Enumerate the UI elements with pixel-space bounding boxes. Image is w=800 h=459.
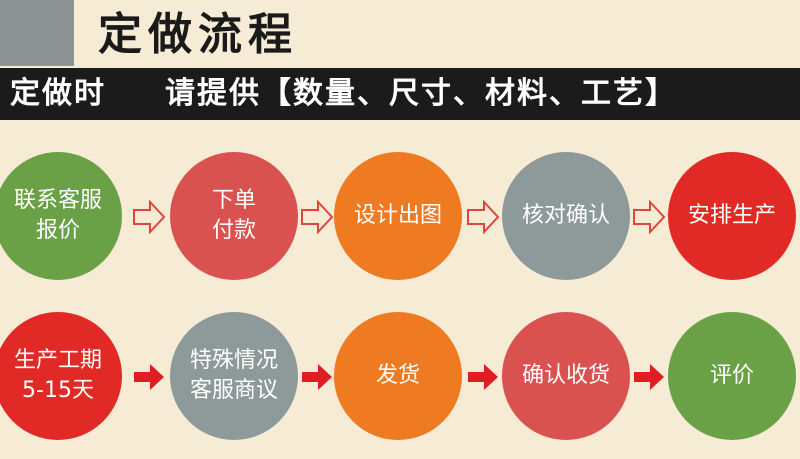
solid-arrow-icon: [468, 364, 498, 390]
banner-requirements-text: 请提供【数量、尺寸、材料、工艺】: [165, 76, 677, 111]
outline-arrow-icon: [467, 200, 500, 234]
step-circle: 生产工期 5-15天: [0, 312, 122, 440]
accent-block: [0, 0, 74, 66]
step-circle: 评价: [668, 312, 796, 440]
step-label: 设计出图: [353, 203, 442, 228]
step-circle: 下单 付款: [170, 152, 298, 280]
process-row-2: 生产工期 5-15天 特殊情况 客服商议 发货 确认收货 评价: [0, 312, 800, 440]
step-label: 特殊情况 客服商议: [189, 348, 278, 403]
step-label: 发货: [375, 363, 420, 388]
page-title: 定做流程: [98, 9, 298, 60]
banner-lead-text: 定做时: [10, 76, 106, 111]
solid-arrow-icon: [134, 364, 164, 390]
step-label: 评价: [709, 363, 754, 388]
step-circle: 发货: [334, 312, 462, 440]
step-circle: 特殊情况 客服商议: [170, 312, 298, 440]
step-circle: 设计出图: [334, 152, 462, 280]
outline-arrow-icon: [133, 200, 166, 234]
step-circle: 核对确认: [502, 152, 630, 280]
outline-arrow-icon: [301, 200, 334, 234]
step-circle: 联系客服 报价: [0, 152, 122, 280]
step-label: 确认收货: [521, 363, 610, 388]
step-label: 生产工期 5-15天: [13, 348, 102, 403]
instruction-banner: 定做时 请提供【数量、尺寸、材料、工艺】: [0, 68, 800, 120]
process-row-1: 联系客服 报价 下单 付款 设计出图 核对确认 安排生产: [0, 152, 800, 280]
step-label: 核对确认: [521, 203, 610, 228]
solid-arrow-icon: [634, 364, 664, 390]
solid-arrow-icon: [302, 364, 332, 390]
step-circle: 确认收货: [502, 312, 630, 440]
step-circle: 安排生产: [668, 152, 796, 280]
outline-arrow-icon: [633, 200, 666, 234]
step-label: 联系客服 报价: [13, 188, 102, 243]
step-label: 下单 付款: [211, 188, 256, 243]
step-label: 安排生产: [687, 203, 776, 228]
